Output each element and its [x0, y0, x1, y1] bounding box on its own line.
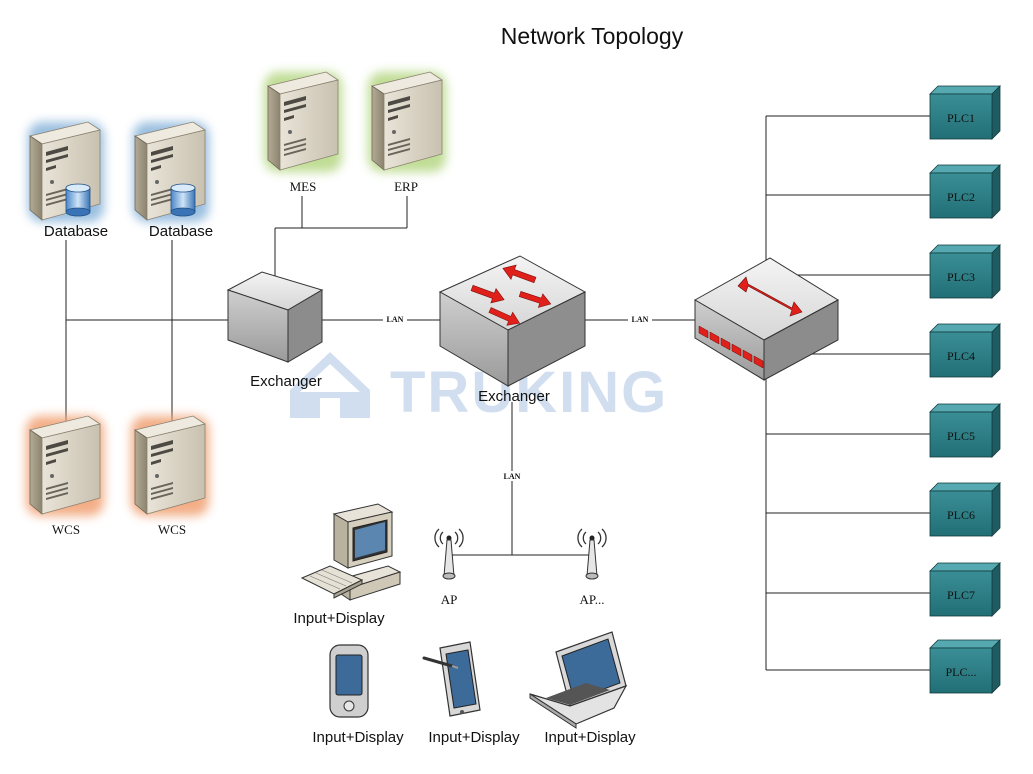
plc-switch — [693, 257, 839, 381]
plc-label: PLC2 — [947, 190, 975, 204]
plc-label: PLC6 — [947, 508, 975, 522]
pda-icon — [329, 644, 369, 718]
database-label: Database — [44, 223, 108, 240]
mes-server — [264, 71, 342, 172]
plc-label: PLC... — [945, 665, 976, 679]
left-exchanger — [226, 271, 324, 363]
device-label: Input+Display — [428, 729, 520, 746]
erp-label: ERP — [394, 179, 418, 194]
exchanger-label: Exchanger — [478, 388, 550, 405]
plc-label: PLC4 — [947, 349, 975, 363]
ap-label: AP... — [580, 592, 605, 607]
device-label: Input+Display — [293, 610, 385, 627]
database-icon — [65, 183, 91, 217]
lan-label: LAN — [632, 315, 649, 324]
wifi-ap-icon — [434, 528, 464, 580]
desktop-computer-icon — [300, 503, 402, 601]
wcs-server-2 — [131, 415, 209, 516]
database-server-1 — [28, 121, 104, 222]
tablet-icon — [422, 641, 481, 717]
ap-label: AP — [441, 592, 458, 607]
erp-server — [368, 71, 446, 172]
device-label: Input+Display — [312, 729, 404, 746]
lan-label: LAN — [504, 472, 521, 481]
database-icon — [170, 183, 196, 217]
plc-list: PLC1 PLC2 PLC3 PLC4 PLC5 PLC6 PLC7 PLC..… — [929, 85, 1001, 694]
plc-label: PLC7 — [947, 588, 975, 602]
lan-labels: LAN LAN LAN — [383, 314, 652, 481]
wcs-server-1 — [26, 415, 104, 516]
wcs-label: WCS — [52, 522, 80, 537]
plc-label: PLC5 — [947, 429, 975, 443]
database-label: Database — [149, 223, 213, 240]
double-arrow-icon — [737, 276, 803, 317]
exchanger-label: Exchanger — [250, 373, 322, 390]
wifi-ap-icon — [577, 528, 607, 580]
port-leds — [698, 325, 764, 369]
plc-label: PLC1 — [947, 111, 975, 125]
plc-label: PLC3 — [947, 270, 975, 284]
laptop-icon — [529, 631, 628, 729]
database-server-2 — [133, 121, 209, 222]
center-exchanger — [438, 255, 587, 387]
mes-label: MES — [290, 179, 317, 194]
device-label: Input+Display — [544, 729, 636, 746]
lan-label: LAN — [387, 315, 404, 324]
page-title: Network Topology — [501, 23, 684, 49]
wcs-label: WCS — [158, 522, 186, 537]
